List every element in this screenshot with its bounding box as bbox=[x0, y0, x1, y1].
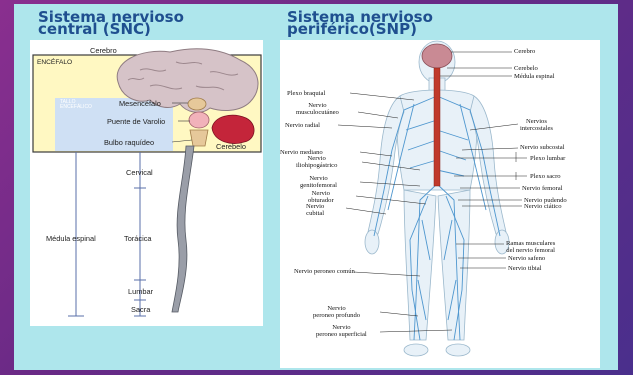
label-radial: Nervio radial bbox=[285, 122, 320, 129]
label-peroneo-superficial: Nervio peroneo superficial bbox=[316, 324, 367, 338]
label-genitofemoral: Nervio genitofemoral bbox=[300, 175, 337, 189]
label-femoral: Nervio femoral bbox=[522, 185, 562, 192]
label-iliohipogastrico: Nervio iliohipogástrico bbox=[296, 155, 337, 169]
label-medula-snp: Médula espinal bbox=[514, 73, 554, 80]
label-cubital: Nervio cubital bbox=[306, 203, 324, 217]
label-obturador: Nervio obturador bbox=[308, 190, 334, 204]
label-intercostales: Nervios intercostales bbox=[520, 118, 553, 132]
snp-brain bbox=[422, 44, 452, 68]
label-subcostal: Nervio subcostal bbox=[520, 144, 565, 151]
snp-spinal-cord bbox=[434, 68, 440, 186]
label-tibial: Nervio tibial bbox=[508, 265, 542, 272]
label-peroneo-comun: Nervio peroneo común bbox=[294, 268, 355, 275]
label-ramas-musculares: Ramas musculares del nervio femoral bbox=[506, 240, 555, 254]
label-ciatico: Nervio ciático bbox=[524, 203, 562, 210]
label-cerebelo-snp: Cerebelo bbox=[514, 65, 538, 72]
label-safeno: Nervio safeno bbox=[508, 255, 545, 262]
label-peroneo-profundo: Nervio peroneo profundo bbox=[313, 305, 360, 319]
label-plexo-braquial: Plexo braquial bbox=[287, 90, 325, 97]
label-plexo-lumbar: Plexo lumbar bbox=[530, 155, 565, 162]
label-plexo-sacro: Plexo sacro bbox=[530, 173, 561, 180]
label-musculocutaneo: Nervio musculocutáneo bbox=[296, 102, 339, 116]
label-cerebro-snp: Cerebro bbox=[514, 48, 535, 55]
